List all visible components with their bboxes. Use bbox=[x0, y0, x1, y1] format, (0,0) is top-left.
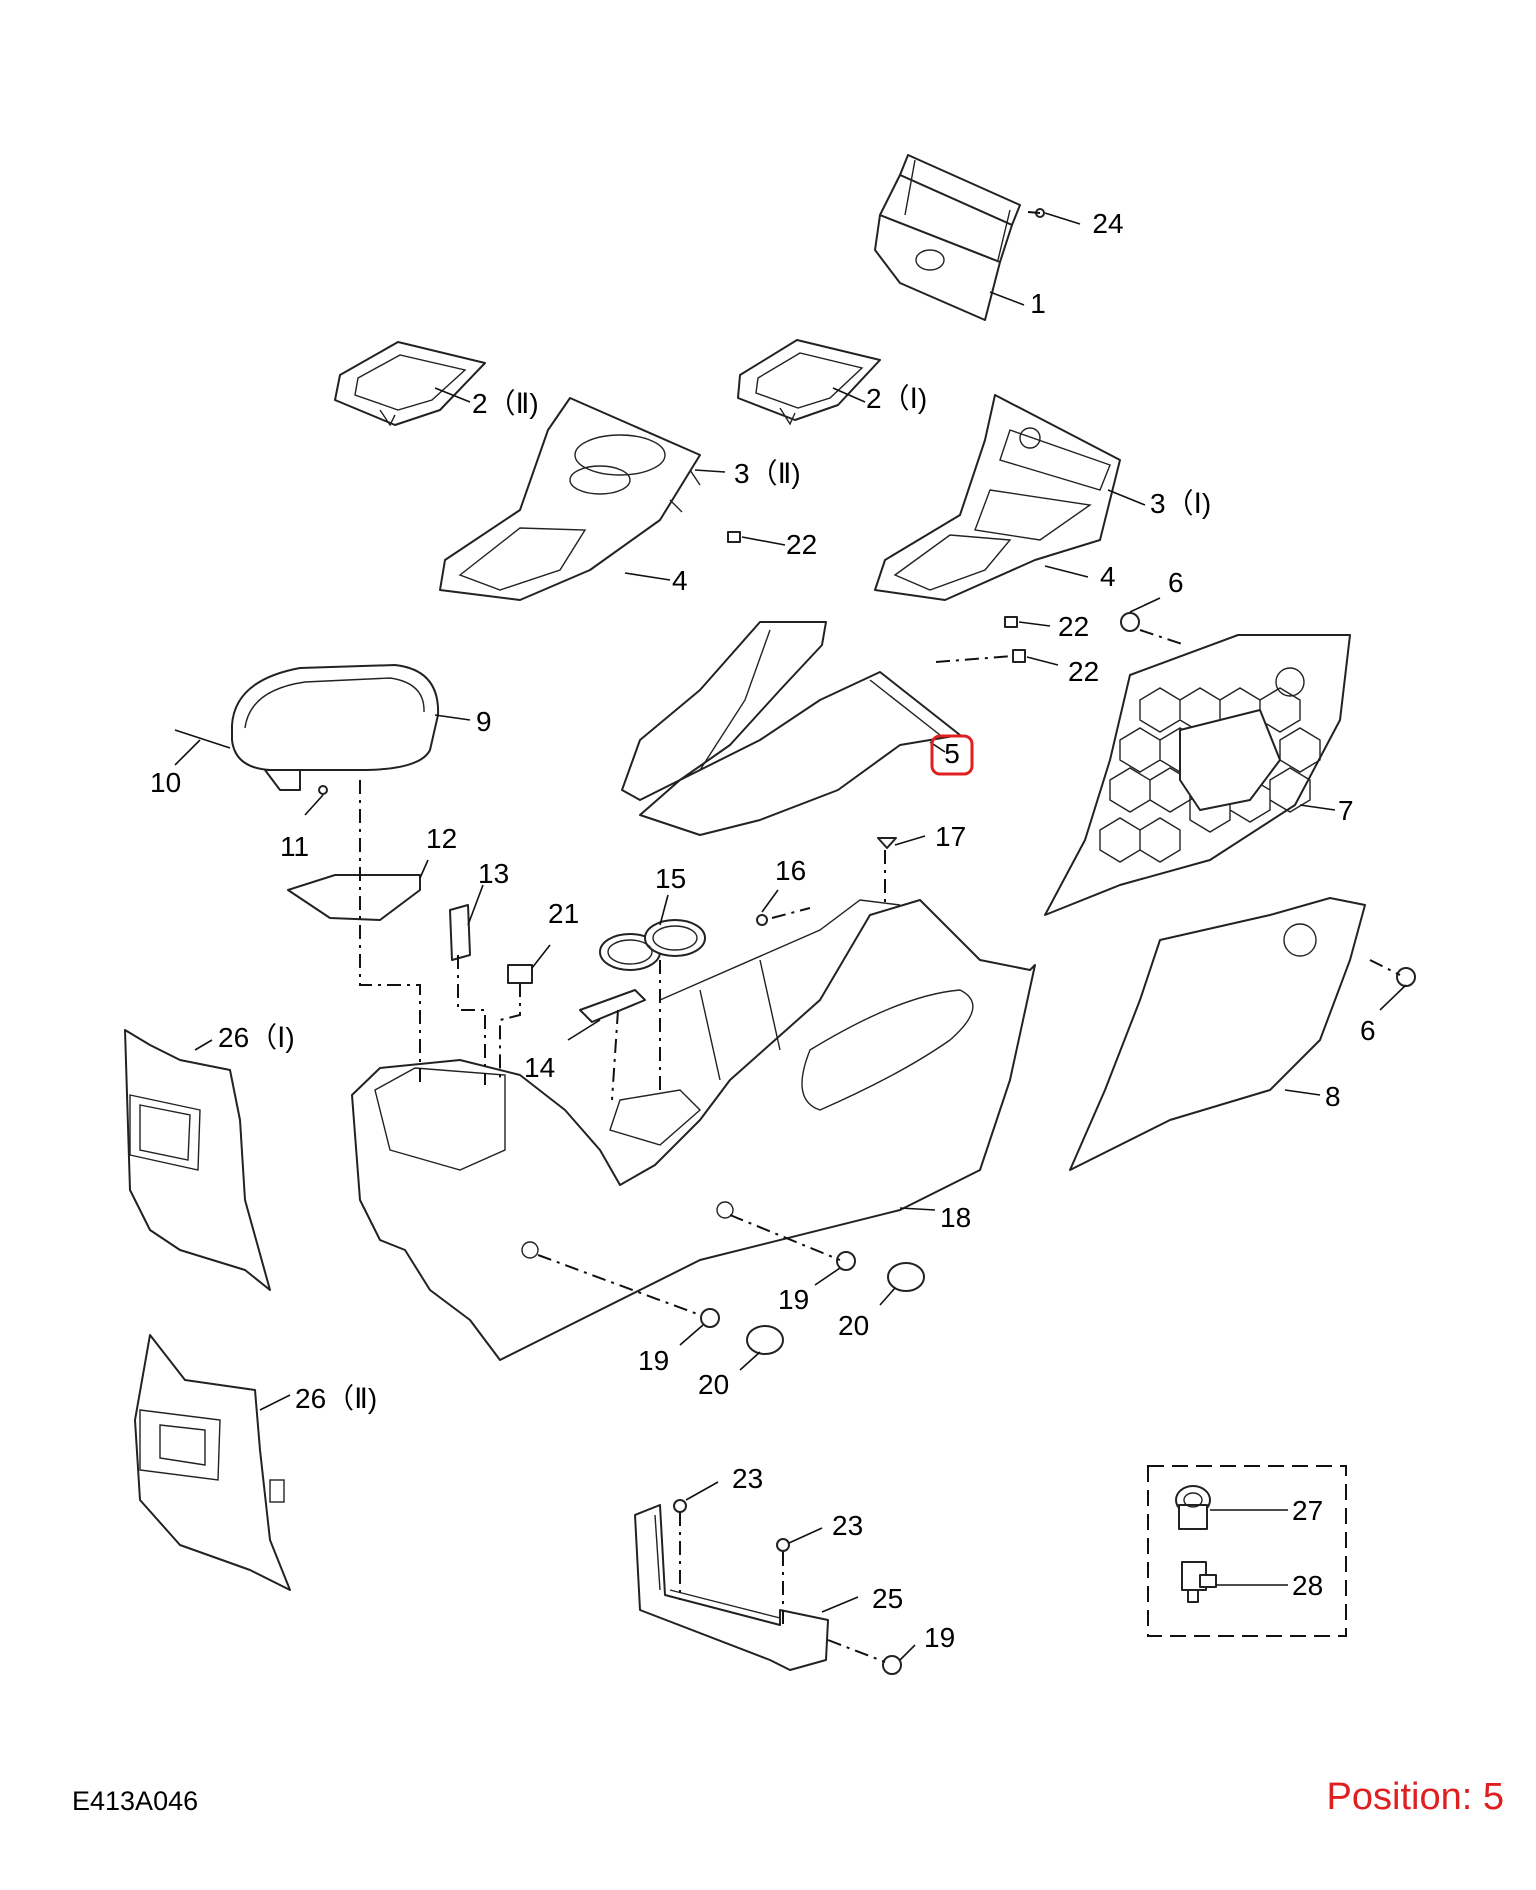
label-20-center: 20 bbox=[838, 1310, 869, 1341]
label-4-right: 4 bbox=[1100, 561, 1116, 592]
part-3-i-upper-trim bbox=[874, 394, 1121, 601]
label-23-left: 23 bbox=[732, 1463, 763, 1494]
label-23-right: 23 bbox=[832, 1510, 863, 1541]
assembly-lines bbox=[359, 211, 1401, 1663]
part-22-clip-upper-left bbox=[727, 531, 741, 543]
part-2-i-bezel-frame bbox=[737, 339, 881, 426]
label-28: 28 bbox=[1292, 1570, 1323, 1601]
part-8-side-panel bbox=[1069, 897, 1366, 1171]
part-5-shifter-trim-plate bbox=[621, 621, 961, 836]
label-8: 8 bbox=[1325, 1081, 1341, 1112]
label-3-i: 3（Ⅰ) bbox=[1150, 488, 1211, 519]
label-6-top: 6 bbox=[1168, 567, 1184, 598]
part-19-bolt-bracket bbox=[882, 1655, 902, 1675]
part-6-pushpin-upper bbox=[1120, 612, 1140, 632]
label-14: 14 bbox=[524, 1052, 555, 1083]
part-12-mat bbox=[287, 874, 421, 921]
part-1-storage-bin bbox=[874, 154, 1021, 321]
part-15-cupholder-mat bbox=[599, 919, 706, 971]
label-26-ii: 26（Ⅱ) bbox=[295, 1383, 377, 1414]
part-16-screw bbox=[756, 914, 768, 926]
variant-box bbox=[1147, 1465, 1347, 1637]
part-26-i-rear-panel bbox=[124, 1029, 271, 1291]
part-20-cap-center bbox=[887, 1262, 925, 1292]
label-20-left: 20 bbox=[698, 1369, 729, 1400]
position-indicator: Position: 5 bbox=[1326, 1776, 1504, 1818]
label-22-middle: 22 bbox=[1058, 611, 1089, 642]
part-3-ii-upper-trim bbox=[439, 397, 701, 601]
highlight-box-5 bbox=[930, 734, 974, 776]
label-18: 18 bbox=[940, 1202, 971, 1233]
part-21-switch bbox=[507, 964, 533, 984]
leader-lines bbox=[174, 212, 1407, 1661]
part-23-nut-right bbox=[776, 1538, 790, 1552]
part-22-clip-upper-right bbox=[1004, 616, 1018, 628]
part-25-bracket bbox=[634, 1504, 829, 1671]
part-28-socket bbox=[1181, 1561, 1217, 1603]
label-3-ii: 3（Ⅱ) bbox=[734, 458, 801, 489]
callout-labels: 24 1 2（Ⅱ) 2（Ⅰ) 3（Ⅱ) 3（Ⅰ) 22 4 4 6 22 22 … bbox=[150, 208, 1376, 1653]
diagram-code: E413A046 bbox=[72, 1786, 199, 1816]
label-7: 7 bbox=[1338, 795, 1354, 826]
label-22-lower: 22 bbox=[1068, 656, 1099, 687]
label-1: 1 bbox=[1030, 288, 1046, 319]
label-12: 12 bbox=[426, 823, 457, 854]
label-9: 9 bbox=[476, 706, 492, 737]
part-2-ii-bezel-frame bbox=[334, 341, 486, 427]
part-19-nut-left bbox=[700, 1308, 720, 1328]
label-26-i: 26（Ⅰ) bbox=[218, 1022, 295, 1053]
label-2-ii: 2（Ⅱ) bbox=[472, 388, 539, 419]
label-24: 24 bbox=[1092, 208, 1123, 239]
part-20-cap-left bbox=[746, 1325, 784, 1355]
part-19-nut-center bbox=[836, 1251, 856, 1271]
label-16: 16 bbox=[775, 855, 806, 886]
label-27: 27 bbox=[1292, 1495, 1323, 1526]
label-19-bracket: 19 bbox=[924, 1622, 955, 1653]
label-22-top: 22 bbox=[786, 529, 817, 560]
part-17-screw bbox=[877, 837, 897, 849]
part-14-trim-strip bbox=[579, 989, 646, 1023]
part-11-screw bbox=[318, 785, 328, 795]
part-23-nut-left bbox=[673, 1499, 687, 1513]
label-5: 5 bbox=[944, 738, 960, 769]
part-6-pushpin-lower bbox=[1396, 967, 1416, 987]
label-19-left: 19 bbox=[638, 1345, 669, 1376]
label-21: 21 bbox=[548, 898, 579, 929]
label-11: 11 bbox=[280, 831, 309, 862]
part-27-power-outlet bbox=[1175, 1485, 1211, 1530]
label-10: 10 bbox=[150, 767, 181, 798]
part-7-side-panel-insulator bbox=[1044, 634, 1351, 916]
part-9-armrest bbox=[231, 664, 440, 791]
part-18-console-body bbox=[351, 899, 1036, 1361]
label-19-center: 19 bbox=[778, 1284, 809, 1315]
part-10-hinge-pin bbox=[174, 729, 231, 749]
label-6-bottom: 6 bbox=[1360, 1015, 1376, 1046]
part-26-ii-rear-panel bbox=[134, 1334, 291, 1591]
label-2-i: 2（Ⅰ) bbox=[866, 383, 927, 414]
part-22-clip-center bbox=[1012, 649, 1026, 663]
label-13: 13 bbox=[478, 858, 509, 889]
part-13-insert bbox=[449, 904, 471, 961]
label-15: 15 bbox=[655, 863, 686, 894]
label-4-left: 4 bbox=[672, 565, 688, 596]
label-25: 25 bbox=[872, 1583, 903, 1614]
label-17: 17 bbox=[935, 821, 966, 852]
